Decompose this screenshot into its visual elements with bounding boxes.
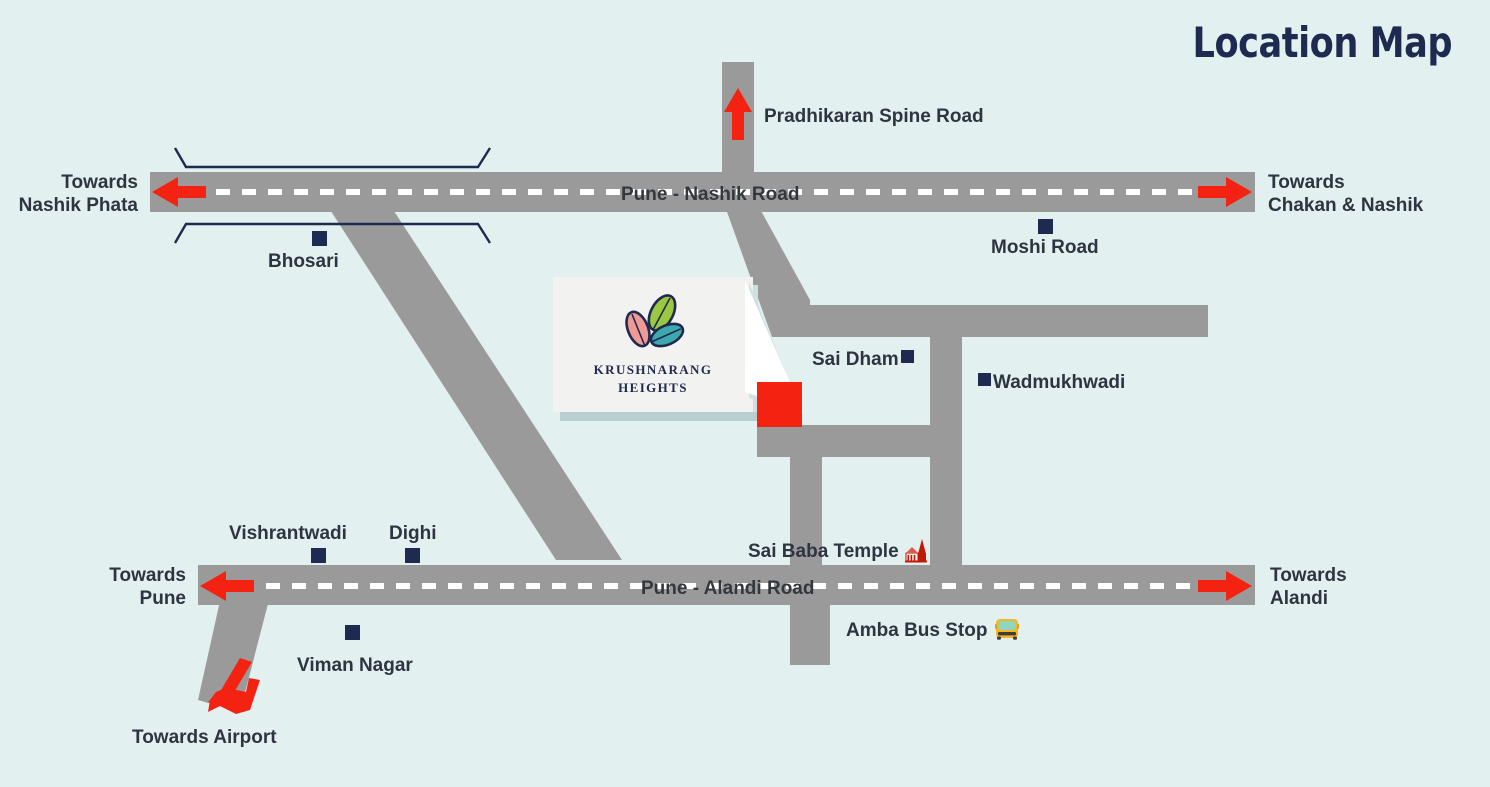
direction-chakan-nashik-line2: Chakan & Nashik	[1268, 195, 1424, 217]
bracket-top-bhosari	[173, 147, 492, 169]
place-wadmukhwadi: Wadmukhwadi	[976, 371, 1125, 394]
road-to-airport	[198, 565, 278, 712]
road-pune-nashik-surface	[150, 172, 1255, 212]
road-amba-stub	[790, 600, 830, 665]
direction-alandi: Towards Alandi	[1270, 564, 1347, 610]
direction-alandi-line2: Alandi	[1270, 588, 1329, 610]
temple-icon	[904, 537, 930, 563]
direction-airport: Towards Airport	[132, 727, 277, 748]
marker-bhosari	[312, 231, 327, 246]
marker-moshi-road	[1038, 219, 1053, 234]
direction-chakan-nashik-line1: Towards	[1268, 172, 1345, 193]
logo-card-shadow-bottom	[560, 412, 760, 421]
project-name-line1: KRUSHNARANG	[593, 361, 713, 377]
place-label-dighi: Dighi	[389, 523, 437, 544]
direction-alandi-line1: Towards	[1270, 565, 1347, 586]
project-name: KRUSHNARANG HEIGHTS	[594, 361, 713, 396]
place-label-bhosari: Bhosari	[268, 251, 339, 272]
bracket-bottom-bhosari	[173, 222, 492, 244]
direction-nashik-phata-line2: Nashik Phata	[18, 195, 138, 217]
arrow-right-chakan-nashik	[1198, 177, 1252, 207]
bus-icon	[993, 616, 1021, 642]
arrow-left-pune	[200, 571, 254, 601]
road-wadmukhwadi-horizontal	[780, 305, 1208, 337]
arrow-up-pradhikaran	[724, 88, 752, 140]
page-title: Location Map	[1192, 18, 1452, 67]
krushnarang-leaf-logo	[625, 294, 685, 348]
arrow-down-left-airport	[208, 658, 260, 714]
road-branch-to-sai-dham	[722, 198, 810, 337]
road-site-access	[757, 425, 937, 457]
road-label-pradhikaran-spine: Pradhikaran Spine Road	[764, 106, 984, 127]
place-label-sai-dham: Sai Dham	[812, 349, 899, 370]
place-label-moshi-road: Moshi Road	[991, 237, 1099, 258]
marker-vishrantwadi	[311, 548, 326, 563]
marker-viman-nagar	[345, 625, 360, 640]
place-label-amba-bus-stop: Amba Bus Stop	[846, 620, 988, 641]
project-name-line2: HEIGHTS	[618, 379, 688, 395]
marker-dighi	[405, 548, 420, 563]
place-sai-dham: Sai Dham	[812, 348, 916, 371]
direction-chakan-nashik: Towards Chakan & Nashik	[1268, 171, 1423, 217]
site-location-marker	[757, 382, 802, 427]
arrow-right-alandi	[1198, 571, 1252, 601]
place-label-sai-baba-temple: Sai Baba Temple	[748, 541, 899, 562]
road-label-pune-nashik: Pune - Nashik Road	[621, 184, 800, 205]
direction-pune-line1: Towards	[109, 565, 186, 586]
place-amba-bus-stop: Amba Bus Stop	[846, 616, 1021, 642]
direction-pune: Towards Pune	[0, 564, 186, 610]
direction-pune-line2: Pune	[139, 588, 186, 610]
place-label-vishrantwadi: Vishrantwadi	[229, 523, 347, 544]
place-label-wadmukhwadi: Wadmukhwadi	[993, 372, 1126, 393]
project-logo-card: KRUSHNARANG HEIGHTS	[553, 277, 753, 412]
marker-sai-dham	[900, 350, 914, 363]
marker-wadmukhwadi	[978, 373, 991, 386]
arrow-left-nashik-phata	[152, 177, 206, 207]
place-sai-baba-temple: Sai Baba Temple	[748, 537, 930, 563]
direction-nashik-phata-line1: Towards	[61, 172, 138, 193]
place-label-viman-nagar: Viman Nagar	[297, 655, 413, 676]
road-label-pune-alandi: Pune - Alandi Road	[641, 578, 815, 599]
direction-nashik-phata: Towards Nashik Phata	[0, 171, 138, 217]
road-diagonal-bhosari-dighi	[327, 205, 622, 560]
